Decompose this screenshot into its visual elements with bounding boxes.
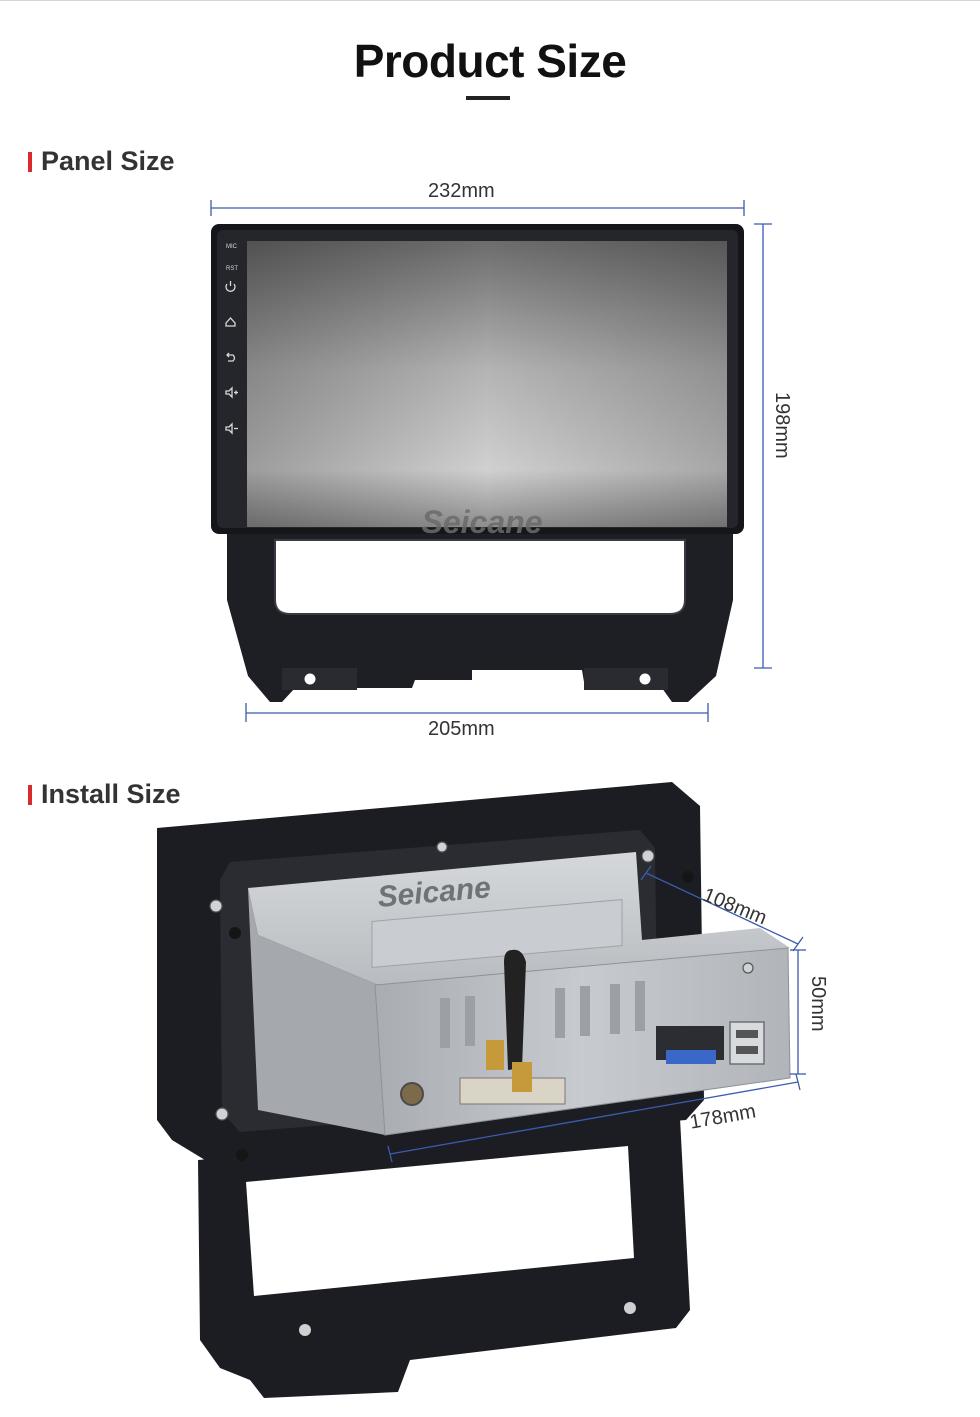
chassis-sticker [371, 899, 623, 968]
frame-hole [236, 1149, 248, 1161]
panel-right-tab [584, 668, 668, 690]
panel-left-mount-hole [304, 673, 316, 685]
reset-label: RST [226, 266, 238, 272]
install-size-heading: Install Size [28, 779, 181, 810]
frame-hole [229, 927, 241, 939]
mount-screw [742, 962, 754, 974]
chassis-side [248, 888, 390, 1135]
panel-brand-watermark: Seicane [422, 504, 543, 540]
bracket-hole [299, 1324, 311, 1336]
mount-screw [209, 899, 223, 913]
panel-left-tab [282, 668, 357, 690]
install-depth-dimension-line [640, 865, 804, 952]
volume-up-icon[interactable] [225, 386, 238, 399]
mic-label: MIC [226, 244, 238, 250]
vent-slot [555, 988, 565, 1038]
panel-width-bottom-label: 205mm [428, 718, 495, 740]
back-icon[interactable] [226, 352, 236, 362]
install-size-heading-text: Install Size [41, 779, 181, 809]
usb-port-1 [736, 1030, 758, 1038]
panel-size-heading-text: Panel Size [41, 146, 175, 176]
vent-slot [440, 998, 450, 1048]
radio-antenna-port [400, 1082, 424, 1106]
antenna-gold-connector [486, 1040, 504, 1070]
heading-accent-bar [28, 784, 32, 805]
page-title: Product Size [353, 35, 627, 87]
heading-accent-bar [28, 151, 32, 172]
power-icon[interactable] [225, 281, 236, 292]
mount-screw [641, 849, 655, 863]
install-illustration: Seicane [157, 782, 806, 1398]
panel-width-top-label: 232mm [428, 180, 495, 202]
vent-slot [635, 981, 645, 1031]
panel-illustration: Seicane MIC RST [210, 200, 772, 722]
install-width-dimension-line [387, 1073, 801, 1163]
install-height-dimension-line [790, 949, 806, 1075]
frame-hole [682, 871, 694, 883]
home-icon[interactable] [225, 317, 236, 327]
vent-slot [465, 996, 475, 1046]
volume-down-icon[interactable] [225, 422, 238, 435]
usb-ports [729, 1021, 765, 1065]
panel-size-heading: Panel Size [28, 146, 175, 177]
wifi-antenna [504, 949, 526, 1070]
panel-height-label: 198mm [771, 392, 793, 459]
mount-screw [215, 1107, 229, 1121]
vent-slot [610, 984, 620, 1034]
bracket-hole [624, 1302, 636, 1314]
blue-connector-clip [666, 1050, 716, 1064]
panel-right-mount-hole [639, 673, 651, 685]
top-divider [0, 0, 980, 1]
install-bracket-cutout [246, 1146, 634, 1296]
panel-cutout [274, 539, 686, 615]
title-underline [466, 96, 510, 100]
panel-width-top-dimension-line [210, 200, 745, 216]
panel-height-dimension-line [754, 223, 772, 669]
vent-slot [580, 986, 590, 1036]
panel-width-bottom-dimension-line [245, 703, 709, 722]
usb-port-2 [736, 1046, 758, 1054]
mount-screw [436, 841, 448, 853]
install-height-label: 50mm [807, 976, 829, 1032]
